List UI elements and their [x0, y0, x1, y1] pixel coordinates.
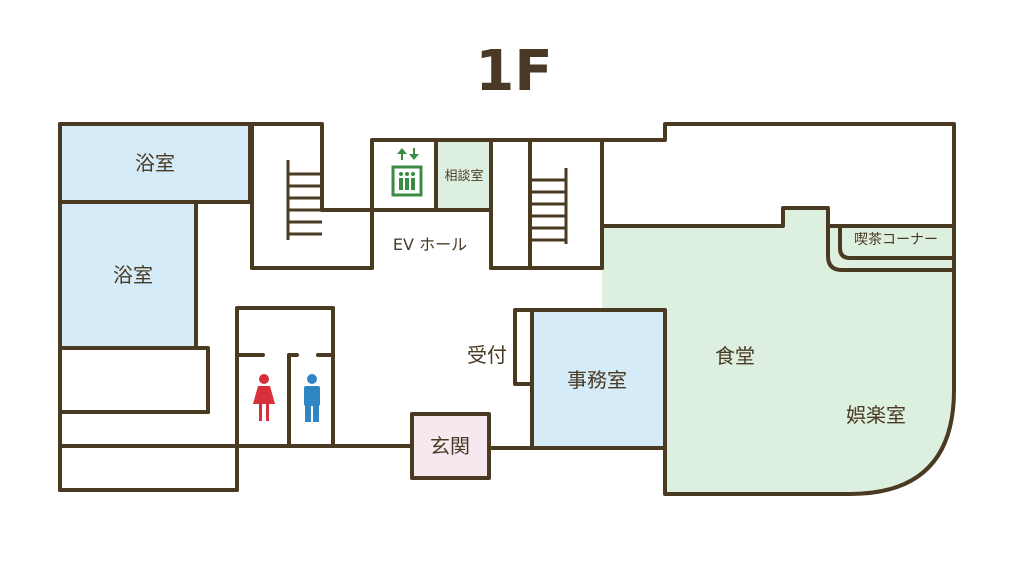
female-restroom-icon [253, 374, 275, 421]
male-restroom-icon [304, 374, 320, 422]
room-label-consult: 相談室 [444, 168, 483, 184]
area-label-reception: 受付 [467, 343, 507, 367]
room-label-dining: 食堂 [715, 344, 755, 368]
room-label-bath-top: 浴室 [135, 151, 175, 175]
room-label-bath-left: 浴室 [113, 263, 153, 287]
bath-left-fill [60, 202, 196, 348]
dining-recreation-fill [602, 208, 954, 494]
stairs-left [286, 160, 322, 240]
room-label-office: 事務室 [567, 368, 627, 392]
consult-fill [436, 142, 491, 210]
office-fill [532, 310, 665, 448]
walls [58, 122, 956, 496]
floor-title: 1F [475, 39, 552, 104]
area-label-ev-hall: EV ホール [393, 235, 467, 254]
elevator-icon [391, 148, 423, 197]
room-label-recreation: 娯楽室 [846, 403, 906, 427]
room-label-tea-corner: 喫茶コーナー [854, 232, 938, 248]
entrance-fill [412, 414, 489, 478]
room-label-entrance: 玄関 [430, 434, 470, 458]
stairs-right [532, 168, 568, 244]
bath-top-fill [60, 124, 250, 202]
